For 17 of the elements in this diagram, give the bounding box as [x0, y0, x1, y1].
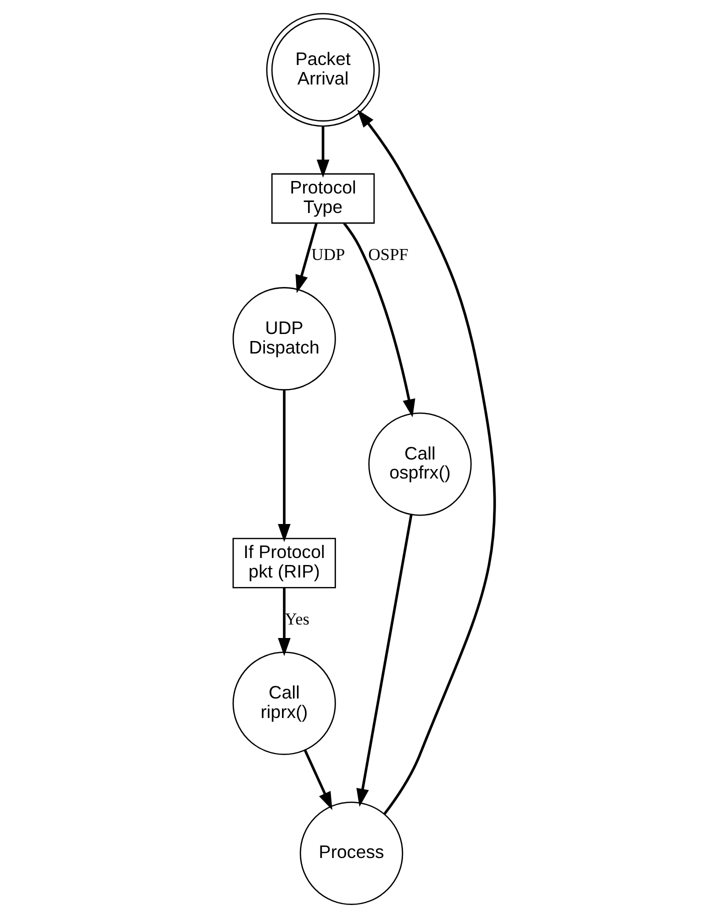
- edge-label: Yes: [284, 609, 310, 628]
- arrow: [356, 514, 412, 807]
- arrow: [278, 588, 291, 656]
- arrow: [316, 126, 330, 178]
- arrow: [304, 750, 332, 810]
- node-circle: Process: [300, 802, 404, 906]
- node-box: Protocol Type: [271, 173, 375, 224]
- arrow: [278, 390, 291, 542]
- node-circle: UDP Dispatch: [232, 287, 336, 390]
- edge-label: OSPF: [368, 244, 408, 264]
- arrow: [296, 222, 318, 294]
- node-circle: Call riprx(): [232, 652, 336, 756]
- arrow: [357, 110, 496, 815]
- node-circle: Call ospfrx(): [368, 412, 472, 516]
- edge-label: UDP: [311, 244, 345, 264]
- arrow: [343, 222, 416, 418]
- node-box: If Protocol pkt (RIP): [232, 538, 336, 588]
